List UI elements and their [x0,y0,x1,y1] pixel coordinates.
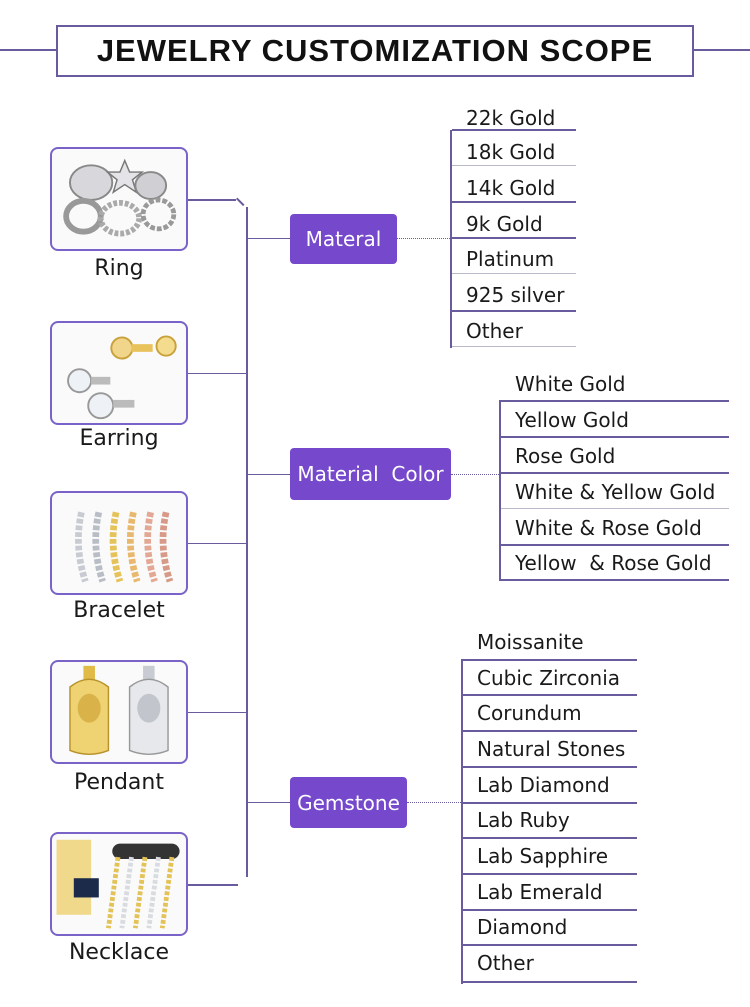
color-option: Rose Gold [515,444,616,468]
gemstone-option: Lab Emerald [477,880,603,904]
option-divider [501,472,729,474]
option-divider [452,201,576,203]
connector-pendant [188,712,248,713]
option-divider [463,659,637,661]
material-option: 14k Gold [466,176,556,200]
pendant-icon [69,665,169,756]
gemstone-option: Corundum [477,701,582,725]
material-option: 925 silver [466,283,565,307]
gemstone-options: Moissanite Cubic Zirconia Corundum Natur… [461,624,637,984]
gemstone-option: Other [477,951,534,975]
option-divider [463,944,637,946]
color-options-bar [499,400,501,581]
connector-color-options [451,474,499,475]
option-divider [501,436,729,438]
material-option: Platinum [466,247,555,271]
necklace-image [50,832,188,936]
option-divider [463,694,637,696]
bracelet-label: Bracelet [73,598,165,623]
connector-material-options [397,238,450,239]
option-divider [463,981,637,983]
material-option: 18k Gold [466,140,556,164]
earring-icon [67,335,177,420]
option-divider [452,165,576,166]
option-divider [452,310,576,312]
connector-gemstone-options [407,802,461,803]
pendant-label: Pendant [74,770,164,795]
pendant-image [50,660,188,764]
color-options: White Gold Yellow Gold Rose Gold White &… [499,366,729,581]
option-divider [463,873,637,875]
option-divider [463,730,637,732]
category-material-label: Materal [305,227,382,251]
earring-image [50,321,188,425]
category-material-color: Material Color [290,448,451,500]
option-divider [501,400,729,402]
option-divider [452,346,576,347]
bracelet-image [50,491,188,595]
connector-necklace [188,884,238,886]
connector-category-1 [248,238,290,239]
material-option: Other [466,319,523,343]
color-option: Yellow Gold [515,408,629,432]
gemstone-option: Lab Diamond [477,773,610,797]
connector-bracelet [188,543,248,544]
option-divider [501,508,729,509]
bracelet-icon [75,511,174,583]
color-option: White Gold [515,372,626,396]
material-option: 22k Gold [466,106,556,130]
option-divider [452,273,576,274]
color-option: White & Rose Gold [515,516,702,540]
page-title: JEWELRY CUSTOMIZATION SCOPE [96,33,654,68]
category-gemstone-label: Gemstone [297,790,400,815]
connector-earring [188,373,248,374]
option-divider [452,237,576,239]
necklace-icon [56,839,180,929]
gemstone-option: Lab Ruby [477,808,570,832]
necklace-label: Necklace [68,940,170,965]
connector-category-2 [248,474,290,475]
ring-label: Ring [94,256,144,281]
ring-image [50,147,188,251]
spine [246,207,248,877]
option-divider [463,909,637,911]
option-divider [452,129,576,131]
ring-icon [63,158,177,237]
gemstone-option: Lab Sapphire [477,844,609,868]
connector-ring [188,199,236,201]
title-box: JEWELRY CUSTOMIZATION SCOPE [56,25,694,77]
color-option: Yellow & Rose Gold [515,551,712,575]
connector-category-3 [248,802,290,803]
category-gemstone: Gemstone [290,777,407,828]
gemstone-option: Cubic Zirconia [477,666,621,690]
option-divider [463,837,637,839]
title-rule-left [0,49,56,51]
material-options-bar [450,130,452,348]
option-divider [501,579,729,581]
category-material: Materal [290,214,397,264]
gemstone-options-bar [461,659,463,984]
gemstone-option: Moissanite [477,630,584,654]
option-divider [463,802,637,804]
color-option: White & Yellow Gold [515,480,716,504]
earring-label: Earring [79,426,159,451]
material-option: 9k Gold [466,212,543,236]
connector-ring-bend [236,197,245,207]
title-rule-right [694,49,750,51]
material-options: 22k Gold 18k Gold 14k Gold 9k Gold Plati… [450,100,576,348]
option-divider [501,544,729,546]
gemstone-option: Natural Stones [477,737,626,761]
category-material-color-label: Material Color [297,462,444,486]
option-divider [463,766,637,768]
gemstone-option: Diamond [477,915,568,939]
